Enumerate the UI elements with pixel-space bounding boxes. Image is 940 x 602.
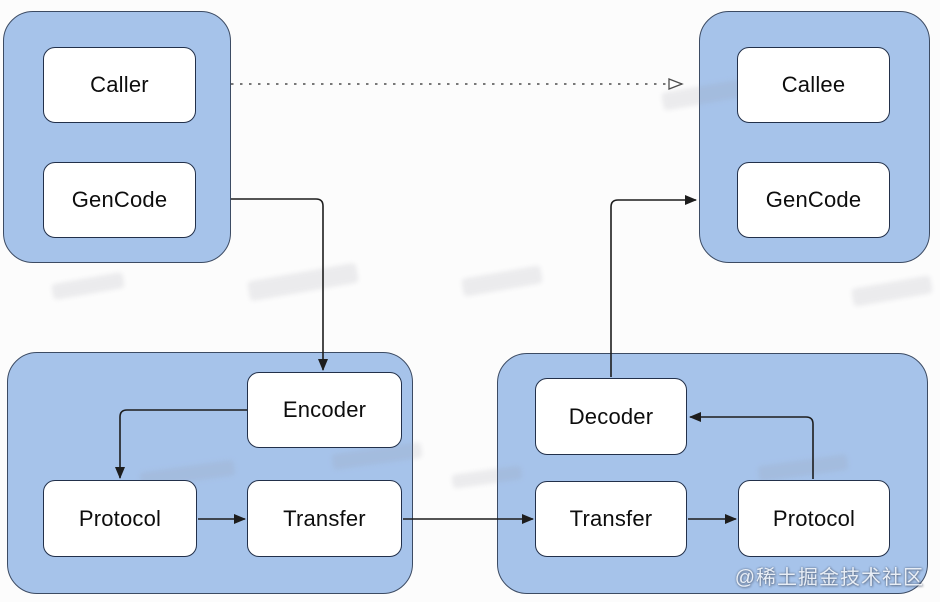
node-gencode-client-label: GenCode: [71, 187, 168, 212]
node-gencode-client: GenCode: [43, 162, 196, 238]
node-protocol-server-label: Protocol: [772, 505, 856, 531]
node-transfer-client: Transfer: [247, 480, 402, 557]
node-transfer-server: Transfer: [535, 481, 687, 557]
watermark-smudge: [851, 275, 933, 307]
edge-decoder-gencode: [610, 195, 697, 377]
node-protocol-client-label: Protocol: [78, 505, 162, 531]
node-protocol-client: Protocol: [43, 480, 197, 557]
edge-gencode-encoder: [231, 198, 328, 371]
community-watermark: @稀土掘金技术社区: [734, 567, 924, 589]
node-gencode-server: GenCode: [737, 162, 890, 238]
node-transfer-server-label: Transfer: [569, 506, 653, 531]
node-caller-label: Caller: [90, 72, 149, 97]
node-encoder: Encoder: [247, 372, 402, 448]
node-gencode-server-label: GenCode: [765, 187, 862, 212]
watermark-smudge: [461, 265, 543, 297]
node-protocol-server: Protocol: [738, 480, 890, 557]
watermark-smudge: [247, 262, 359, 302]
node-callee: Callee: [737, 47, 890, 123]
node-encoder-label: Encoder: [282, 397, 367, 422]
watermark-smudge: [51, 271, 125, 301]
node-transfer-client-label: Transfer: [283, 505, 366, 531]
node-decoder: Decoder: [535, 378, 687, 455]
node-caller: Caller: [43, 47, 196, 123]
node-callee-label: Callee: [781, 72, 846, 97]
node-decoder-label: Decoder: [568, 403, 654, 429]
